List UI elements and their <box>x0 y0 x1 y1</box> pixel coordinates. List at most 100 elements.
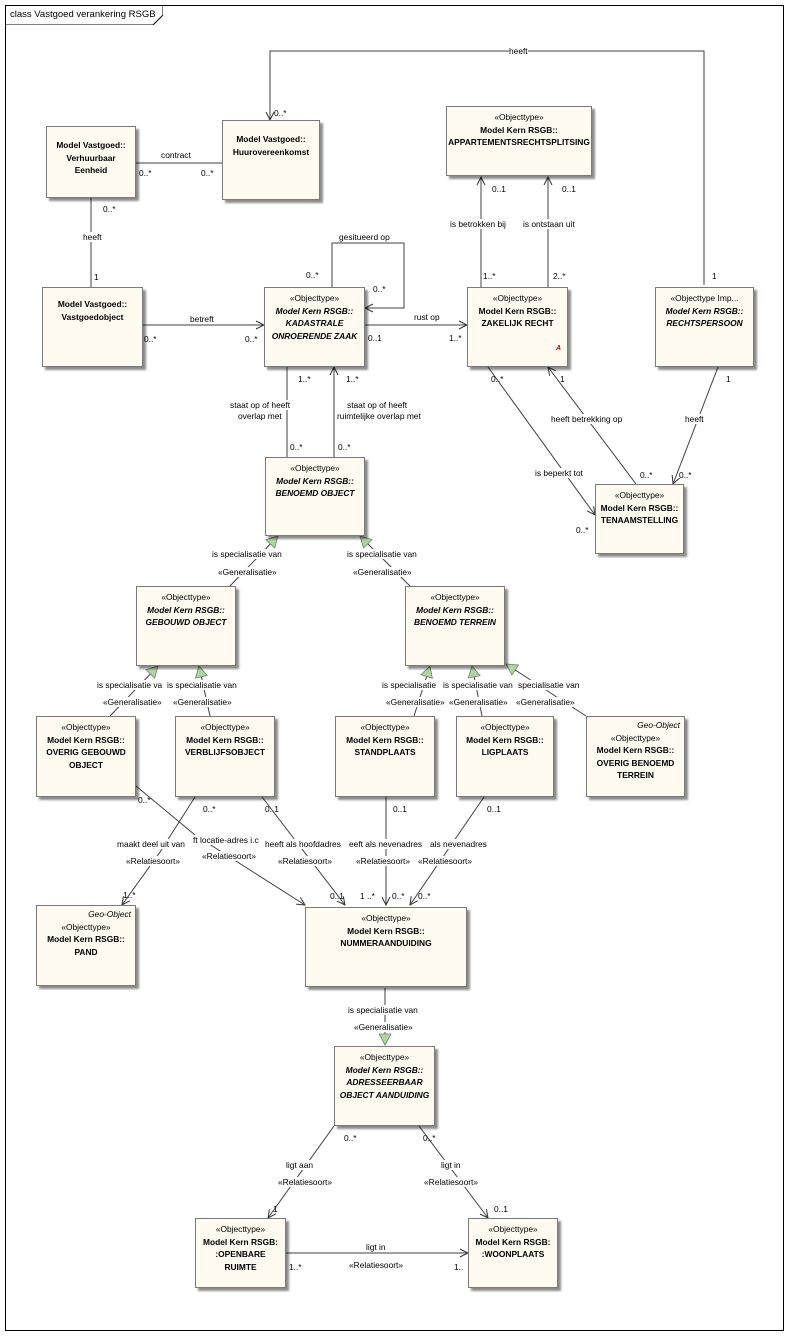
class-go-line1: Model Kern RSGB:: <box>147 604 225 615</box>
class-huurovereenkomst[interactable]: Model Vastgoed:: Huurovereenkomst <box>222 120 320 200</box>
label-m-lp: 0..1 <box>487 804 501 814</box>
class-woonplaats[interactable]: «Objecttype» Model Kern RSGB: :WOONPLAAT… <box>468 1218 558 1288</box>
label-rel-4: «Relatiesoort» <box>356 856 411 866</box>
class-ten-line2: TENAAMSTELLING <box>600 515 679 526</box>
class-nummeraanduiding[interactable]: «Objecttype» Model Kern RSGB:: NUMMERAAN… <box>305 907 467 987</box>
label-m-verh: 0..* <box>103 204 116 214</box>
class-obt-line2: OVERIG BENOEMD <box>596 757 675 768</box>
class-pand-line2: PAND <box>74 946 98 957</box>
class-zakelijk-recht[interactable]: «Objecttype» Model Kern RSGB:: ZAKELIJK … <box>467 287 568 367</box>
class-sp-line2: STANDPLAATS <box>354 747 416 758</box>
class-overig-gebouwd-object[interactable]: «Objecttype» Model Kern RSGB:: OVERIG GE… <box>36 716 136 797</box>
class-gebouwd-object[interactable]: «Objecttype» Model Kern RSGB:: GEBOUWD O… <box>136 586 236 666</box>
class-tenaamstelling[interactable]: «Objecttype» Model Kern RSGB:: TENAAMSTE… <box>595 484 684 554</box>
label-m-vbo-0n: 0..* <box>203 804 216 814</box>
class-bt-line1: Model Kern RSGB:: <box>416 604 494 615</box>
label-beperkt-tot: is beperkt tot <box>535 468 583 478</box>
class-bo-line1: Model Kern RSGB:: <box>276 475 354 486</box>
label-rel-1: «Relatiesoort» <box>126 856 181 866</box>
class-obt-geo: Geo-Object <box>637 720 680 730</box>
label-m-sor-top: 1..* <box>346 374 359 384</box>
label-m-pand: 1..* <box>123 890 136 900</box>
class-huurovereenkomst-line2: Huurovereenkomst <box>232 146 310 157</box>
class-pand-stereotype: «Objecttype» <box>61 921 111 932</box>
class-apr-stereotype: «Objecttype» <box>494 112 544 122</box>
label-m-wp-01: 0..1 <box>494 1204 508 1214</box>
class-wp-line2: :WOONPLAATS <box>481 1249 545 1260</box>
class-vastgoedobject-line2: Vastgoedobject <box>61 311 124 322</box>
class-apr-line1: Model Kern RSGB:: <box>480 124 558 135</box>
class-obt-stereotype: «Objecttype» <box>610 732 661 743</box>
label-m-aoa-r: 0..* <box>423 1133 436 1143</box>
class-rp-stereotype: «Objecttype Imp... <box>670 293 739 303</box>
label-m-betr-top: 0..1 <box>492 184 506 194</box>
class-rechtspersoon[interactable]: «Objecttype Imp... Model Kern RSGB:: REC… <box>655 287 754 367</box>
label-m-aoa-l: 0..* <box>344 1133 357 1143</box>
label-spec-4: is specialisatie van <box>167 680 237 690</box>
label-staat-op-right-1: staat op of heeft <box>347 400 408 410</box>
class-benoemd-terrein[interactable]: «Objecttype» Model Kern RSGB:: BENOEMD T… <box>405 586 505 666</box>
class-standplaats[interactable]: «Objecttype» Model Kern RSGB:: STANDPLAA… <box>335 716 435 797</box>
label-locatie-adres: ft locatie-adres i.c <box>193 835 259 845</box>
label-m-na-1n: 1 ..* <box>360 891 375 901</box>
label-rel-8: «Relatiesoort» <box>349 1260 404 1270</box>
label-m-rust-r: 1..* <box>449 333 462 343</box>
class-lp-line2: LIGPLAATS <box>481 747 529 758</box>
class-vastgoedobject-line1: Model Vastgoed:: <box>57 299 128 309</box>
class-pand[interactable]: Geo-Object «Objecttype» Model Kern RSGB:… <box>36 905 136 986</box>
label-spec-6: is specialisatie van <box>443 680 513 690</box>
class-sp-line1: Model Kern RSGB:: <box>346 734 424 745</box>
class-or-line2: :OPENBARE <box>215 1249 266 1260</box>
class-overig-benoemd-terrein[interactable]: Geo-Object «Objecttype» Model Kern RSGB:… <box>586 716 685 797</box>
label-m-na-01: 0..1 <box>330 891 344 901</box>
label-gen-7: «Generalisatie» <box>516 697 575 707</box>
label-betreft: betreft <box>190 314 214 324</box>
label-nevenadres-1: eeft als nevenadres <box>349 839 423 849</box>
label-m-sor-bot: 0..* <box>338 442 351 452</box>
class-ogo-line1: Model Kern RSGB:: <box>47 734 125 745</box>
gen-terrein-benoemd <box>359 535 411 587</box>
label-m-onts-bot: 2..* <box>553 271 566 281</box>
label-m-hbo-bot: 0..* <box>640 470 653 480</box>
class-koz-stereotype: «Objecttype» <box>289 293 340 303</box>
class-verblijfsobject[interactable]: «Objecttype» Model Kern RSGB:: VERBLIJFS… <box>175 716 275 797</box>
class-sp-stereotype: «Objecttype» <box>360 722 410 732</box>
class-or-line1: Model Kern RSGB: <box>203 1236 278 1247</box>
label-m-or-1n: 1..* <box>289 1262 302 1272</box>
class-ogo-stereotype: «Objecttype» <box>61 722 111 732</box>
label-spec-7: specialisatie van <box>518 680 580 690</box>
assoc-ligt-in-aoa <box>418 1125 488 1218</box>
class-appartementsrechtsplitsing[interactable]: «Objecttype» Model Kern RSGB:: APPARTEME… <box>446 106 592 176</box>
label-gen-4: «Generalisatie» <box>173 697 232 707</box>
class-pand-geo: Geo-Object <box>88 909 131 919</box>
class-openbare-ruimte[interactable]: «Objecttype» Model Kern RSGB: :OPENBARE … <box>195 1218 286 1288</box>
class-vbo-stereotype: «Objecttype» <box>200 722 250 732</box>
class-na-stereotype: «Objecttype» <box>361 913 411 923</box>
class-zr-line2: ZAKELIJK RECHT <box>481 318 554 329</box>
class-aoa-line1: Model Kern RSGB:: <box>345 1064 424 1075</box>
label-m-so-bot: 0..* <box>290 442 303 452</box>
label-m-rp-ten: 0..* <box>679 470 692 480</box>
gen-overig-gebouwd <box>109 665 159 717</box>
class-verhuurbaar-eenheid[interactable]: Model Vastgoed:: Verhuurbaar Eenheid <box>46 126 136 198</box>
label-m-contract-r: 0..* <box>201 168 214 178</box>
label-gen-1: «Generalisatie» <box>218 567 277 577</box>
class-ligplaats[interactable]: «Objecttype» Model Kern RSGB:: LIGPLAATS <box>456 716 554 797</box>
label-m-ges-l: 0..* <box>306 270 319 280</box>
class-benoemd-object[interactable]: «Objecttype» Model Kern RSGB:: BENOEMD O… <box>265 457 365 536</box>
class-rp-line1: Model Kern RSGB:: <box>665 305 744 316</box>
label-m-wp-1: 1.. <box>454 1262 464 1272</box>
class-vastgoedobject[interactable]: Model Vastgoed:: Vastgoedobject <box>42 287 143 367</box>
class-na-line1: Model Kern RSGB:: <box>347 925 425 936</box>
label-gesitueerd-op: gesitueerd op <box>339 232 390 242</box>
label-m-rp-top: 1 <box>712 271 717 281</box>
class-adresseerbaar-object-aanduiding[interactable]: «Objecttype» Model Kern RSGB:: ADRESSEER… <box>334 1046 435 1126</box>
abstract-marker-icon: A <box>555 345 561 353</box>
label-m-or-1: 1 <box>273 1204 278 1214</box>
label-rel-3: «Relatiesoort» <box>278 856 333 866</box>
class-obt-line3: TERREIN <box>617 770 654 781</box>
class-bo-stereotype: «Objecttype» <box>290 463 340 473</box>
label-m-rp-bot: 1 <box>726 374 731 384</box>
class-vbo-line1: Model Kern RSGB:: <box>186 734 264 745</box>
class-kadastrale-onroerende-zaak[interactable]: «Objecttype» Model Kern RSGB:: KADASTRAL… <box>264 287 365 367</box>
